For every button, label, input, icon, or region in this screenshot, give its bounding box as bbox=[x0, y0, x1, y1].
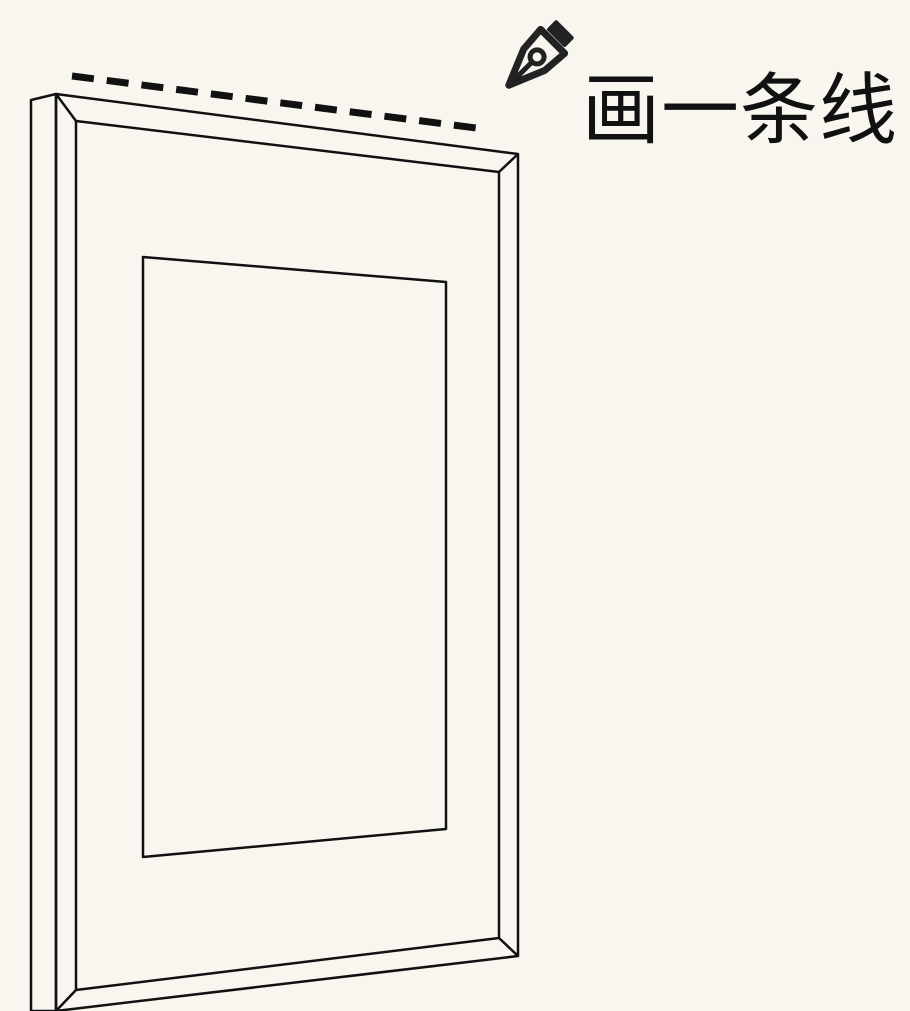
frame-inner-border bbox=[74, 119, 501, 992]
frame-bevel-top-left bbox=[54, 93, 78, 122]
picture-opening bbox=[141, 255, 448, 859]
frame-outer-border bbox=[54, 92, 520, 1011]
dashed-guide-line bbox=[71, 72, 485, 133]
frame-bevel-bottom-left bbox=[55, 989, 77, 1011]
frame-side-edge bbox=[29, 92, 58, 1011]
caption-text: 画一条线 bbox=[582, 66, 899, 156]
pen-nib-icon bbox=[505, 20, 574, 89]
frame-bevel-bottom-right bbox=[498, 937, 519, 957]
frame-bevel-top-right bbox=[498, 153, 519, 173]
